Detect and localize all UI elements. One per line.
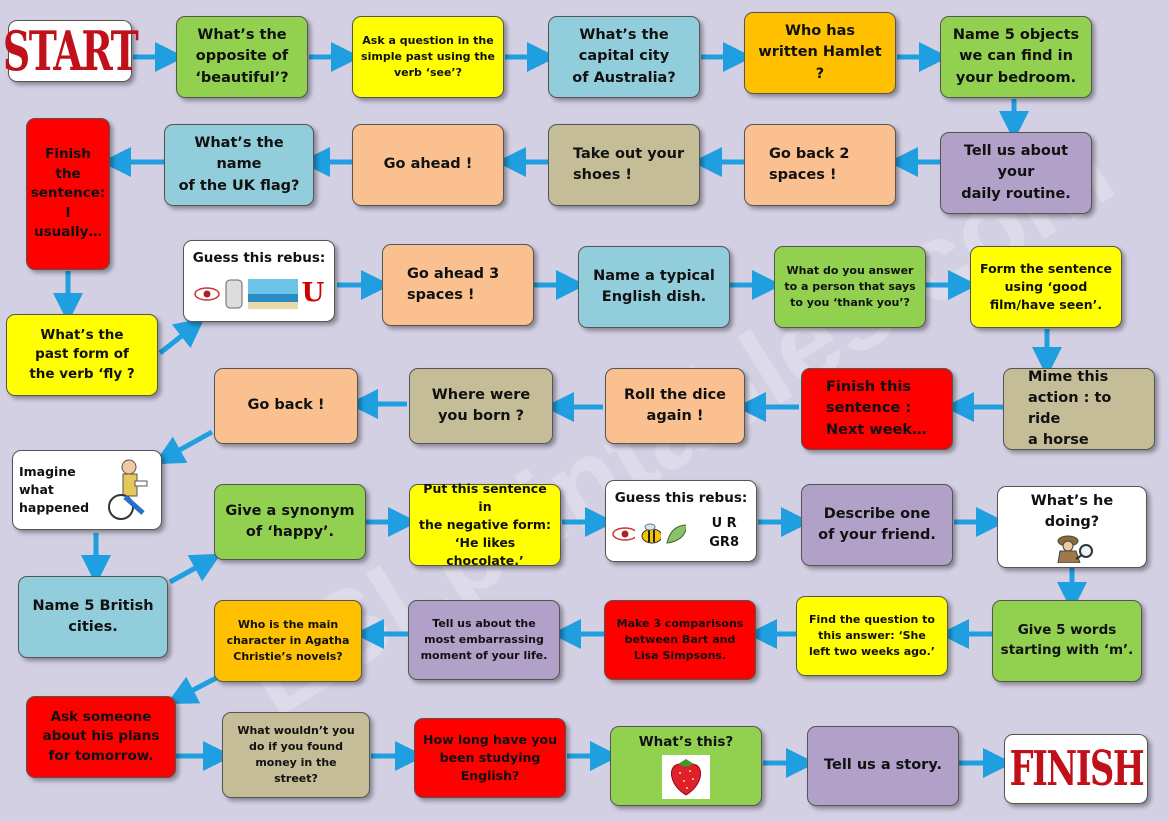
rebus-square-2: Guess this rebus: U R GR8 bbox=[605, 480, 757, 562]
square-25: Give a synonym of ‘happy’. bbox=[214, 484, 366, 560]
square-9: Go ahead ! bbox=[352, 124, 504, 206]
wheelchair-man-icon bbox=[95, 457, 155, 523]
square-30: Give 5 words starting with ‘m’. bbox=[992, 600, 1142, 682]
square-14: Go ahead 3 spaces ! bbox=[382, 244, 534, 326]
square-33: Tell us about the most embarrassing mome… bbox=[408, 600, 560, 680]
square-17: Form the sentence using ‘good film/have … bbox=[970, 246, 1122, 328]
rebus-label: Guess this rebus: bbox=[193, 249, 326, 269]
square-18: Mime this action : to ride a horse bbox=[1003, 368, 1155, 450]
rebus-letter: U bbox=[302, 275, 325, 313]
square-11: Finish the sentence: I usually… bbox=[26, 118, 110, 270]
finish-square: FINISH bbox=[1004, 734, 1148, 804]
square-32: Make 3 comparisons between Bart and Lisa… bbox=[604, 600, 756, 680]
square-24: Name 5 British cities. bbox=[18, 576, 168, 658]
square-6: Tell us about your daily routine. bbox=[940, 132, 1092, 214]
square-5: Name 5 objects we can find in your bedro… bbox=[940, 16, 1092, 98]
whats-he-doing-label: What’s he doing? bbox=[1004, 491, 1140, 533]
eye-icon bbox=[194, 287, 220, 301]
square-22: Go back ! bbox=[214, 368, 358, 444]
square-35: Ask someone about his plans for tomorrow… bbox=[26, 696, 176, 778]
detective-icon bbox=[1044, 533, 1100, 563]
imagine-label: Imagine what happened bbox=[19, 463, 89, 517]
square-23: Imagine what happened bbox=[12, 450, 162, 530]
square-15: Name a typical English dish. bbox=[578, 246, 730, 328]
finish-label: FINISH bbox=[1009, 741, 1143, 797]
can-icon bbox=[224, 278, 244, 310]
square-26: Put this sentence in the negative form: … bbox=[409, 484, 561, 566]
square-16: What do you answer to a person that says… bbox=[774, 246, 926, 328]
square-31: Find the question to this answer: ‘She l… bbox=[796, 596, 948, 676]
whats-this-label: What’s this? bbox=[639, 733, 734, 753]
start-square: START bbox=[8, 20, 132, 82]
sea-icon bbox=[248, 279, 298, 309]
square-10: What’s the name of the UK flag? bbox=[164, 124, 314, 206]
square-4: Who has written Hamlet ? bbox=[744, 12, 896, 94]
rebus-square-1: Guess this rebus: U bbox=[183, 240, 335, 322]
rebus-text: U R GR8 bbox=[698, 515, 750, 553]
square-20: Roll the dice again ! bbox=[605, 368, 745, 444]
square-19: Finish this sentence : Next week… bbox=[801, 368, 953, 450]
square-7: Go back 2 spaces ! bbox=[744, 124, 896, 206]
eye-icon bbox=[612, 527, 635, 541]
square-3: What’s the capital city of Australia? bbox=[548, 16, 700, 98]
square-8: Take out your shoes ! bbox=[548, 124, 700, 206]
rebus-pictures: U bbox=[194, 275, 325, 313]
square-38: What’s this? bbox=[610, 726, 762, 806]
square-21: Where were you born ? bbox=[409, 368, 553, 444]
square-37: How long have you been studying English? bbox=[414, 718, 566, 798]
start-label: START bbox=[3, 19, 138, 83]
square-12: What’s the past form of the verb ‘fly ? bbox=[6, 314, 158, 396]
square-1: What’s the opposite of ‘beautiful’? bbox=[176, 16, 308, 98]
square-34: Who is the main character in Agatha Chri… bbox=[214, 600, 362, 682]
square-28: Describe one of your friend. bbox=[801, 484, 953, 566]
rebus-pictures-2: U R GR8 bbox=[612, 515, 750, 553]
square-29: What’s he doing? bbox=[997, 486, 1147, 568]
square-39: Tell us a story. bbox=[807, 726, 959, 806]
square-2: Ask a question in the simple past using … bbox=[352, 16, 504, 98]
bee-icon bbox=[639, 523, 662, 545]
strawberry-icon bbox=[662, 755, 710, 799]
rebus-label-2: Guess this rebus: bbox=[615, 489, 748, 509]
leaf-icon bbox=[665, 523, 686, 545]
square-36: What wouldn’t you do if you found money … bbox=[222, 712, 370, 798]
